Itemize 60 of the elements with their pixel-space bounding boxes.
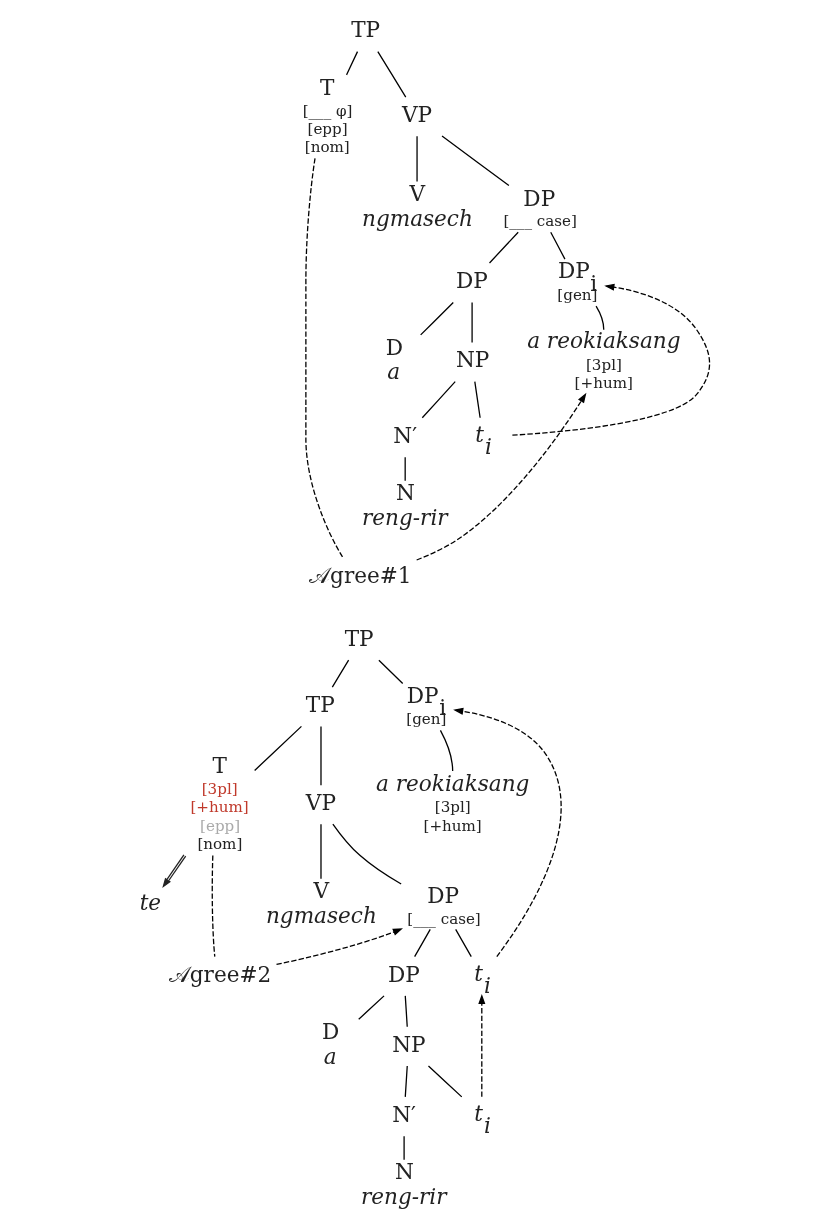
connector [331,659,349,688]
connector [404,995,408,1028]
connector [304,157,344,559]
node-text: NP [455,347,489,373]
node-text: VP [401,101,432,127]
node-text: VP [305,789,336,815]
connector [470,301,473,344]
node-text: 𝒜gree#2 [168,961,271,987]
connector [404,1065,408,1098]
arrow [415,392,586,561]
node-text: te [139,890,161,916]
connector [421,381,456,419]
connector [331,823,402,885]
connector [473,381,481,419]
connector [404,456,406,482]
connector [357,995,385,1020]
connector [415,135,418,183]
node-text: DP [455,268,488,294]
connector [402,1135,405,1161]
node-text: T [___ φ] [epp] [nom] [302,74,352,157]
connector [345,50,358,76]
node-text: DP [___ case] [502,185,577,231]
node-text: V ngmasech [265,878,377,929]
arrow [477,993,485,1098]
connector [488,231,519,264]
node-text: N′ [392,423,417,449]
connector [211,854,215,958]
connector [319,823,322,880]
arrow [452,707,562,958]
node-text: DP [___ case] [406,882,481,928]
node-text: N′ [391,1101,416,1127]
node-text: DP [387,961,420,987]
node-text: V ngmasech [361,181,473,232]
node-text: 𝒜gree#1 [308,563,412,589]
node-text: N reng-rir [361,480,448,531]
node-text: TP [350,17,380,43]
connector [376,50,406,98]
connector [253,725,302,772]
connector [454,928,472,958]
arrow [161,854,186,889]
connector [377,659,403,685]
node-text: TP [305,692,335,718]
connector [440,135,510,187]
node-text: D a [385,334,403,385]
node-text: a reokiaksang [3pl] [+hum] [526,328,681,393]
node-text: T [3pl] [+hum] [epp] [nom] [189,753,249,854]
connector [427,1065,462,1098]
connector [549,231,566,260]
connector [319,725,322,786]
connector [413,928,431,958]
connector [419,301,454,336]
node-text: a reokiaksang [3pl] [+hum] [375,770,529,835]
connector [439,729,453,772]
node-text: N reng-rir [360,1159,447,1209]
node-text: D a [321,1018,339,1069]
connector [594,305,604,331]
node-text: TP [344,625,374,651]
node-text: NP [391,1031,426,1057]
arrow [511,283,710,436]
arrow [275,928,403,966]
